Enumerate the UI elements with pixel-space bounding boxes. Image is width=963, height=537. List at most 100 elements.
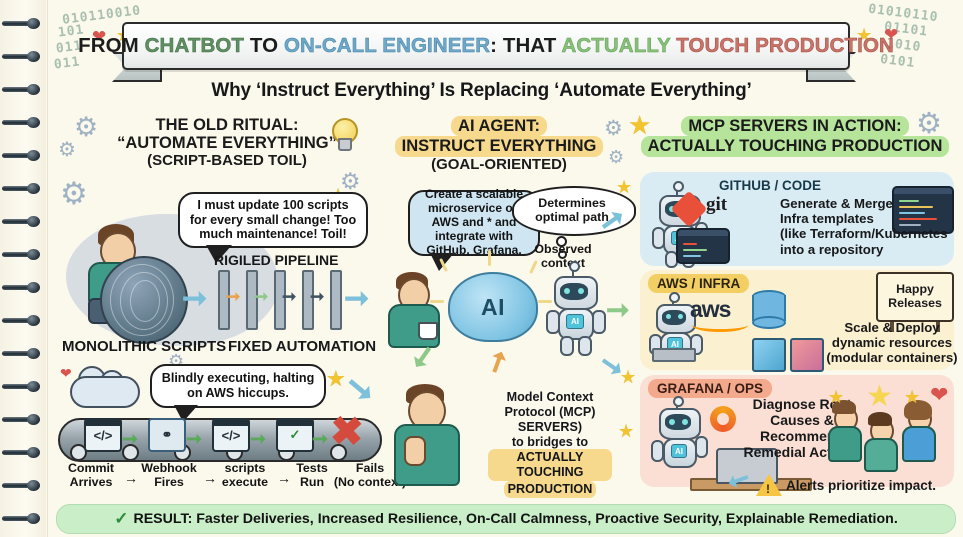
flow-arrow-green: ➞ xyxy=(254,287,269,306)
page-edge-line xyxy=(47,0,48,537)
pipeline-step-label: scripts execute xyxy=(214,461,276,489)
title-part-1: CHATBOT xyxy=(144,34,245,58)
star-icon: ★ xyxy=(828,387,845,407)
pipeline-step-label: Tests Run xyxy=(288,461,336,489)
brain-ray xyxy=(538,300,552,303)
title-banner: FROM CHATBOT TO ON-CALL ENGINEER: THAT A… xyxy=(78,22,894,70)
old-ritual-speech-bubble: I must update 100 scripts for every smal… xyxy=(178,192,368,263)
ai-brain-icon: AI xyxy=(448,272,538,342)
sign-line1: Happy xyxy=(896,282,934,297)
title-part-2: TO xyxy=(244,34,284,57)
gh-text-line4: into a repository xyxy=(780,241,884,257)
title-part-3: ON-CALL ENGINEER xyxy=(283,34,491,58)
grf-text-line2: Causes & xyxy=(770,412,834,429)
page-title: FROM CHATBOT TO ON-CALL ENGINEER: THAT A… xyxy=(78,34,894,58)
heart-icon: ❤ xyxy=(60,365,72,381)
coffee-cup-icon xyxy=(418,322,438,340)
cheering-person-icon xyxy=(826,400,862,462)
monolithic-scripts-label: MONOLITHIC SCRIPTS xyxy=(62,338,227,355)
left-heading-line2: “AUTOMATE EVERYTHING” xyxy=(117,134,337,153)
git-wordmark: git xyxy=(706,194,728,215)
pipeline-node-webhook: ⚭ xyxy=(148,418,186,452)
gear-icon: ⚙ xyxy=(60,176,88,211)
pipeline-arrow: ➞ xyxy=(250,429,266,450)
pipeline-node-commit: </> xyxy=(84,418,122,452)
gh-text-line2: Infra templates xyxy=(780,211,874,227)
notebook-binding xyxy=(0,0,46,537)
left-column-heading: THE OLD RITUAL: “AUTOMATE EVERYTHING” (S… xyxy=(92,116,362,170)
mid-heading-line2: INSTRUCT EVERYTHING xyxy=(394,136,604,157)
automation-bar xyxy=(246,270,258,330)
right-column-heading: MCP SERVERS IN ACTION: ACTUALLY TOUCHING… xyxy=(636,116,954,157)
feedback-arrow-orange: ➞ xyxy=(478,345,516,379)
tangled-yarn-icon xyxy=(100,256,188,344)
title-part-0: FROM xyxy=(78,34,145,57)
automation-bar xyxy=(274,270,286,330)
brain-ray xyxy=(430,300,444,303)
big-star-icon: ★ xyxy=(866,380,893,413)
grf-text-line3: Recommend xyxy=(759,428,845,445)
github-panel-text: Generate & Merge Infra templates (like T… xyxy=(780,196,958,257)
container-cube-blue-icon xyxy=(752,338,786,372)
middle-column-heading: AI AGENT: INSTRUCT EVERYTHING (GOAL-ORIE… xyxy=(382,116,616,174)
right-heading-line1: MCP SERVERS IN ACTION: xyxy=(681,116,909,137)
gear-icon: ⚙ xyxy=(58,139,76,161)
mcp-line2: Protocol (MCP) xyxy=(504,404,596,419)
engineer-with-coffee-figure xyxy=(386,272,446,348)
flow-arrow-dark: ➞ xyxy=(282,287,297,306)
automation-bar xyxy=(302,270,314,330)
pipeline-arrow: ➞ xyxy=(312,429,328,450)
flow-arrow-dark: ➞ xyxy=(310,287,325,306)
step-2-line2: execute xyxy=(221,474,269,489)
transition-arrow-blue: ➞ xyxy=(344,282,370,315)
step-1-line2: Fires xyxy=(154,474,184,489)
ai-agent-robot: AI xyxy=(544,261,606,356)
right-heading-line2: ACTUALLY TOUCHING PRODUCTION xyxy=(640,136,950,157)
left-heading-line3: (SCRIPT-BASED TOIL) xyxy=(147,151,307,169)
gear-icon: ⚙ xyxy=(916,108,942,140)
heart-icon: ❤ xyxy=(930,382,949,407)
star-icon: ★ xyxy=(616,177,633,197)
title-ribbon: FROM CHATBOT TO ON-CALL ENGINEER: THAT A… xyxy=(78,22,894,82)
gear-icon: ⚙ xyxy=(74,112,99,142)
step-0-line2: Arrives xyxy=(69,474,113,489)
step-separator-icon: → xyxy=(124,470,138,486)
thought-dot xyxy=(558,250,567,259)
pipeline-node-tests: ✓ xyxy=(276,418,314,452)
pipeline-arrow: ➞ xyxy=(122,429,138,450)
fixed-automation-label: FIXED AUTOMATION xyxy=(228,338,377,355)
binary-decor-left-4: 011 xyxy=(53,54,82,73)
grafana-panel-tag: GRAFANA / OPS xyxy=(648,379,773,398)
mcp-line4: to bridges to xyxy=(511,434,589,449)
gear-icon: ⚙ xyxy=(608,147,625,167)
mid-heading-line1: AI AGENT: xyxy=(451,116,547,137)
thought-dot xyxy=(556,236,567,247)
automation-bar xyxy=(330,270,342,330)
step-2-line1: scripts xyxy=(224,461,266,475)
aws-text-line3: (modular containers) xyxy=(826,350,958,366)
grafana-robot-icon: AI xyxy=(650,396,708,476)
check-icon: ✓ xyxy=(114,509,129,528)
brain-label: AI xyxy=(481,293,505,320)
code-editor-window-icon xyxy=(892,186,954,234)
aws-text-line1: Scale & Deploy xyxy=(844,320,940,335)
lightbulb-icon xyxy=(330,118,358,151)
title-part-6: TOUCH PRODUCTION xyxy=(670,34,894,58)
title-part-5: ACTUALLY xyxy=(561,34,671,58)
aws-text-line2: dynamic resources xyxy=(831,335,953,351)
determines-thought-cloud xyxy=(512,186,636,236)
blind-execution-bubble: Blindly executing, halting on AWS hiccup… xyxy=(150,364,326,422)
robot-ai-chip: AI xyxy=(566,314,584,329)
left-heading-line1: THE OLD RITUAL: xyxy=(155,116,299,134)
gear-icon: ⚙ xyxy=(340,168,361,194)
container-cube-red-icon xyxy=(790,338,824,372)
mid-heading-line3: (GOAL-ORIENTED) xyxy=(431,155,567,173)
step-4-line1: Fails xyxy=(355,461,385,475)
mcp-line1: Model Context xyxy=(506,390,594,404)
step-1-line1: Webhook xyxy=(141,461,197,475)
warning-triangle-icon xyxy=(756,474,782,496)
star-icon: ★ xyxy=(628,110,652,140)
grafana-alert-text: Alerts prioritize impact. xyxy=(786,478,937,493)
database-icon xyxy=(752,290,786,329)
